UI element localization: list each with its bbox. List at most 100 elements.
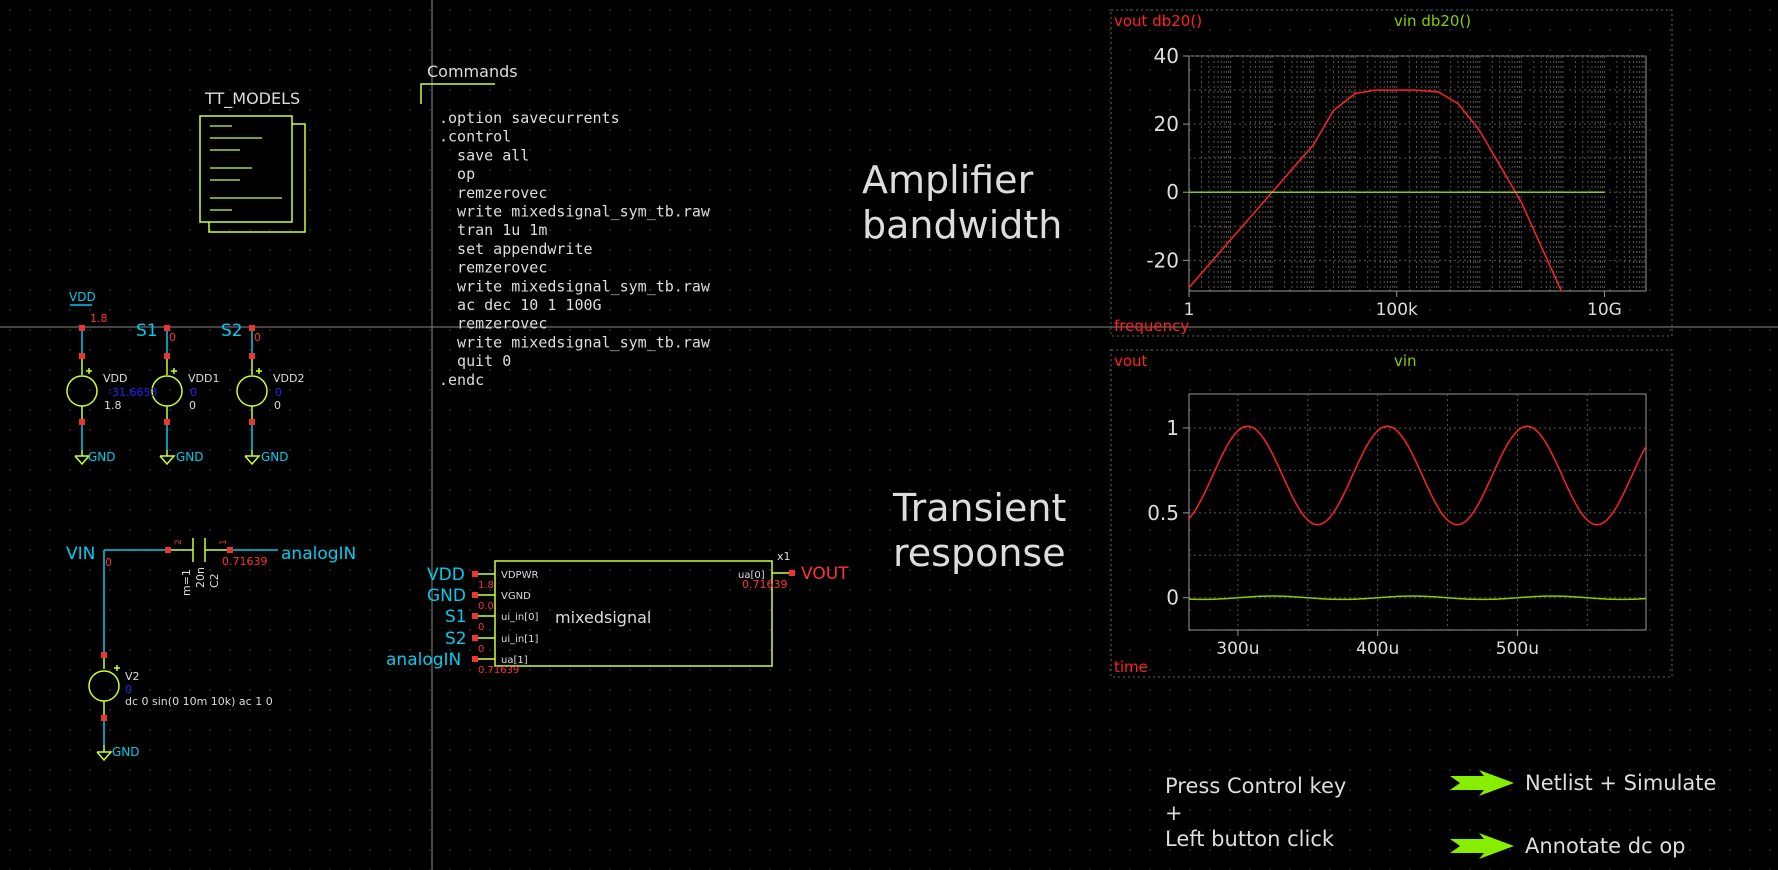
svg-text:0: 0 bbox=[190, 386, 197, 399]
command-line: save all bbox=[439, 146, 529, 164]
svg-text:0: 0 bbox=[275, 386, 282, 399]
svg-text:2: 2 bbox=[174, 539, 184, 545]
ac-bandwidth-plot[interactable]: vout db20() vin db20() frequency 40 20 0 -20 1 1… bbox=[1110, 9, 1673, 397]
x-tick-label: 400u bbox=[1356, 639, 1399, 659]
x-tick-label: 300u bbox=[1216, 639, 1259, 659]
s2-net-label: S2 bbox=[221, 321, 243, 341]
block-net-label: S1 bbox=[445, 607, 467, 627]
mixedsignal-block[interactable]: mixedsignal x1 VDPWRVDD1.8VGNDGND0.0ui_i… bbox=[386, 550, 849, 676]
svg-text:Netlist + Simulate: Netlist + Simulate bbox=[1525, 771, 1716, 795]
svg-text:0: 0 bbox=[254, 331, 261, 344]
svg-text:Left button click: Left button click bbox=[1165, 827, 1335, 851]
command-line: write mixedsignal_sym_tb.raw bbox=[439, 203, 711, 221]
svg-text:1: 1 bbox=[219, 539, 229, 545]
y-tick-label: 0 bbox=[1166, 180, 1179, 204]
svg-text:C2: C2 bbox=[208, 573, 221, 588]
annotate-dc-op-launcher[interactable]: Annotate dc op bbox=[1450, 833, 1686, 859]
block-net-label: GND bbox=[427, 586, 466, 606]
svg-text:ua[0]: ua[0] bbox=[738, 570, 765, 581]
svg-text:VDD2: VDD2 bbox=[273, 372, 304, 385]
input-stage[interactable]: VIN 0 2 1 m=1 20n C2 0.71639 analogIN V2… bbox=[66, 538, 356, 762]
launcher-hint: Press Control key + Left button click bbox=[1165, 774, 1346, 851]
y-tick-label: 20 bbox=[1154, 112, 1179, 136]
vin-label: VIN bbox=[66, 544, 95, 564]
heading-bandwidth-line2: bandwidth bbox=[862, 203, 1062, 247]
block-pin-value: 0 bbox=[478, 622, 484, 633]
svg-text:Press Control key: Press Control key bbox=[1165, 774, 1346, 798]
command-line: op bbox=[439, 165, 475, 183]
netlist-simulate-launcher[interactable]: Netlist + Simulate bbox=[1450, 770, 1716, 796]
tt-models-label: TT_MODELS bbox=[204, 89, 300, 109]
x-tick-label: 10G bbox=[1587, 300, 1622, 320]
svg-text:GND: GND bbox=[88, 450, 116, 464]
svg-text:0: 0 bbox=[189, 399, 196, 412]
command-line: write mixedsignal_sym_tb.raw bbox=[439, 333, 711, 351]
svg-text:0.71639: 0.71639 bbox=[742, 578, 788, 591]
svg-text:0.71639: 0.71639 bbox=[222, 555, 268, 568]
x-tick-label: 1 bbox=[1184, 300, 1195, 320]
command-line: remzerovec bbox=[439, 315, 547, 333]
series-line bbox=[1189, 89, 1563, 291]
command-line: set appendwrite bbox=[439, 240, 593, 258]
commands-block[interactable]: Commands .option savecurrents.control sa… bbox=[420, 62, 711, 389]
supply-sources[interactable]: VDD 1.8 S1 0 S2 0 VDD -31.6653 1.8 VDD1 … bbox=[66, 290, 304, 466]
x-axis-label: frequency bbox=[1114, 317, 1189, 335]
svg-text:0: 0 bbox=[125, 683, 132, 696]
source-vdd1[interactable] bbox=[151, 325, 183, 466]
series-line bbox=[1188, 595, 1647, 601]
heading-transient-line1: Transient bbox=[892, 486, 1066, 530]
svg-text:GND: GND bbox=[176, 450, 204, 464]
svg-text:+: + bbox=[1165, 801, 1183, 825]
command-line: quit 0 bbox=[439, 352, 511, 370]
commands-title: Commands bbox=[427, 62, 518, 81]
svg-text:0: 0 bbox=[274, 399, 281, 412]
source-vdd2[interactable] bbox=[236, 325, 268, 466]
block-pin-value: 0 bbox=[478, 644, 484, 655]
svg-text:m=1: m=1 bbox=[180, 569, 193, 596]
legend-entry: vout db20() bbox=[1114, 12, 1202, 30]
y-tick-label: 0 bbox=[1166, 586, 1179, 610]
legend-entry: vin db20() bbox=[1394, 12, 1471, 30]
y-tick-label: 40 bbox=[1154, 44, 1179, 68]
svg-text:1.8: 1.8 bbox=[90, 312, 108, 325]
block-net-label: S2 bbox=[445, 629, 467, 649]
svg-text:0: 0 bbox=[105, 556, 112, 569]
heading-bandwidth-line1: Amplifier bbox=[862, 158, 1034, 202]
plot-area bbox=[1188, 393, 1647, 631]
y-tick-label: 0.5 bbox=[1147, 501, 1179, 525]
block-pin-value: 0.71639 bbox=[478, 665, 519, 676]
command-line: .endc bbox=[439, 371, 484, 389]
svg-text:GND: GND bbox=[112, 745, 140, 759]
arrow-right-icon bbox=[1450, 833, 1514, 859]
svg-text:dc 0 sin(0 10m 10k) ac 1 0: dc 0 sin(0 10m 10k) ac 1 0 bbox=[125, 695, 273, 708]
command-line: tran 1u 1m bbox=[439, 221, 547, 239]
block-pin-label: VDPWR bbox=[501, 570, 538, 581]
vout-label: VOUT bbox=[801, 564, 849, 584]
legend-entry: vout bbox=[1114, 352, 1148, 370]
legend-entry: vin bbox=[1394, 352, 1417, 370]
svg-text:1.8: 1.8 bbox=[104, 399, 122, 412]
source-vdd[interactable] bbox=[66, 325, 98, 466]
command-line: write mixedsignal_sym_tb.raw bbox=[439, 277, 711, 295]
x-axis-label: time bbox=[1114, 658, 1148, 676]
x-tick-label: 100k bbox=[1376, 300, 1418, 320]
analogin-label: analogIN bbox=[281, 544, 356, 564]
block-name: mixedsignal bbox=[555, 608, 651, 627]
svg-text:V2: V2 bbox=[125, 670, 140, 683]
block-net-label: analogIN bbox=[386, 650, 461, 670]
plot-area bbox=[1188, 55, 1647, 292]
block-instance: x1 bbox=[777, 550, 791, 563]
tt-models-symbol[interactable]: TT_MODELS bbox=[199, 89, 306, 233]
command-line: ac dec 10 1 100G bbox=[439, 296, 602, 314]
block-pin-value: 1.8 bbox=[478, 580, 494, 591]
command-line: remzerovec bbox=[439, 184, 547, 202]
svg-text:0: 0 bbox=[169, 331, 176, 344]
svg-text:Annotate dc op: Annotate dc op bbox=[1525, 834, 1686, 858]
capacitor-c2[interactable] bbox=[168, 538, 230, 562]
s1-net-label: S1 bbox=[136, 321, 158, 341]
y-tick-label: -20 bbox=[1146, 248, 1179, 272]
source-v2[interactable] bbox=[88, 655, 120, 762]
command-line: .option savecurrents bbox=[439, 109, 620, 127]
